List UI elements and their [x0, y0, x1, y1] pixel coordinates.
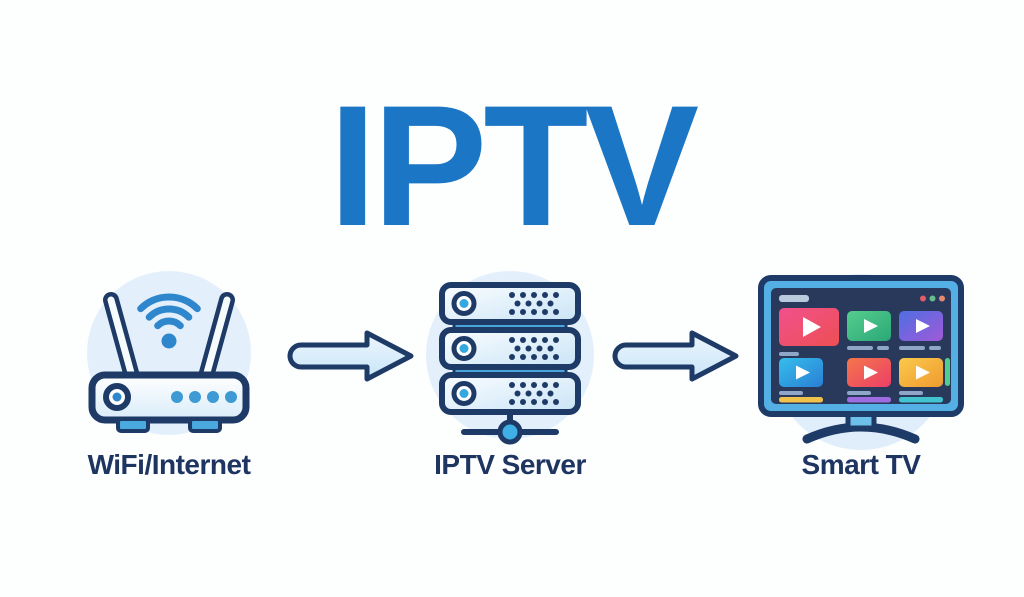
server-rack-icon [426, 271, 594, 445]
node-label-wifi: WiFi/Internet [87, 449, 251, 480]
arrow-right-icon [283, 329, 417, 383]
smart-tv-icon [758, 274, 964, 450]
node-smart-tv: Smart TV [751, 262, 971, 481]
arrow-right-icon [608, 329, 742, 383]
node-label-tv: Smart TV [801, 449, 921, 480]
wifi-router-icon [87, 271, 251, 435]
node-label-server: IPTV Server [434, 449, 586, 480]
node-wifi-internet: WiFi/Internet [59, 262, 279, 481]
node-iptv-server: IPTV Server [400, 262, 620, 481]
page-title: IPTV [328, 70, 699, 262]
